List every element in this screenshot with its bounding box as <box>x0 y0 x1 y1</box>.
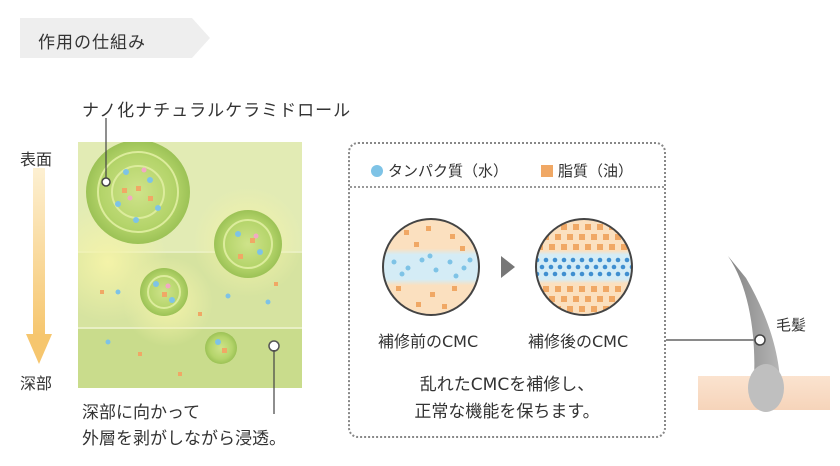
repair-caption: 乱れたCMCを補修し、 正常な機能を保ちます。 <box>414 375 600 422</box>
cmc-after-circle <box>535 218 633 316</box>
cmc-before-label: 補修前のCMC <box>378 332 479 351</box>
protein-legend-icon <box>371 165 383 177</box>
nano-ceramide-label: ナノ化ナチュラルケラミドロール <box>82 101 352 121</box>
section-tag <box>20 18 210 58</box>
deep-label: 深部 <box>20 374 53 393</box>
hair-label: 毛髪 <box>776 316 807 334</box>
depth-arrow-icon <box>26 168 52 364</box>
lipid-legend-label: 脂質（油） <box>558 162 634 180</box>
surface-label: 表面 <box>20 150 53 169</box>
hair-layer-diagram <box>78 142 302 388</box>
lipid-legend-icon <box>541 165 553 177</box>
protein-legend-label: タンパク質（水） <box>388 162 509 180</box>
hair-illustration <box>698 256 830 412</box>
cmc-after-label: 補修後のCMC <box>528 332 629 351</box>
cmc-before-circle <box>382 218 480 316</box>
nano-particle-large <box>86 142 190 244</box>
section-tag-label: 作用の仕組み <box>38 33 146 53</box>
penetration-caption: 深部に向かって 外層を剥がしながら浸透。 <box>82 403 286 449</box>
right-arrow-icon <box>501 256 515 278</box>
cmc-panel <box>348 142 666 438</box>
panel-divider <box>350 186 664 188</box>
